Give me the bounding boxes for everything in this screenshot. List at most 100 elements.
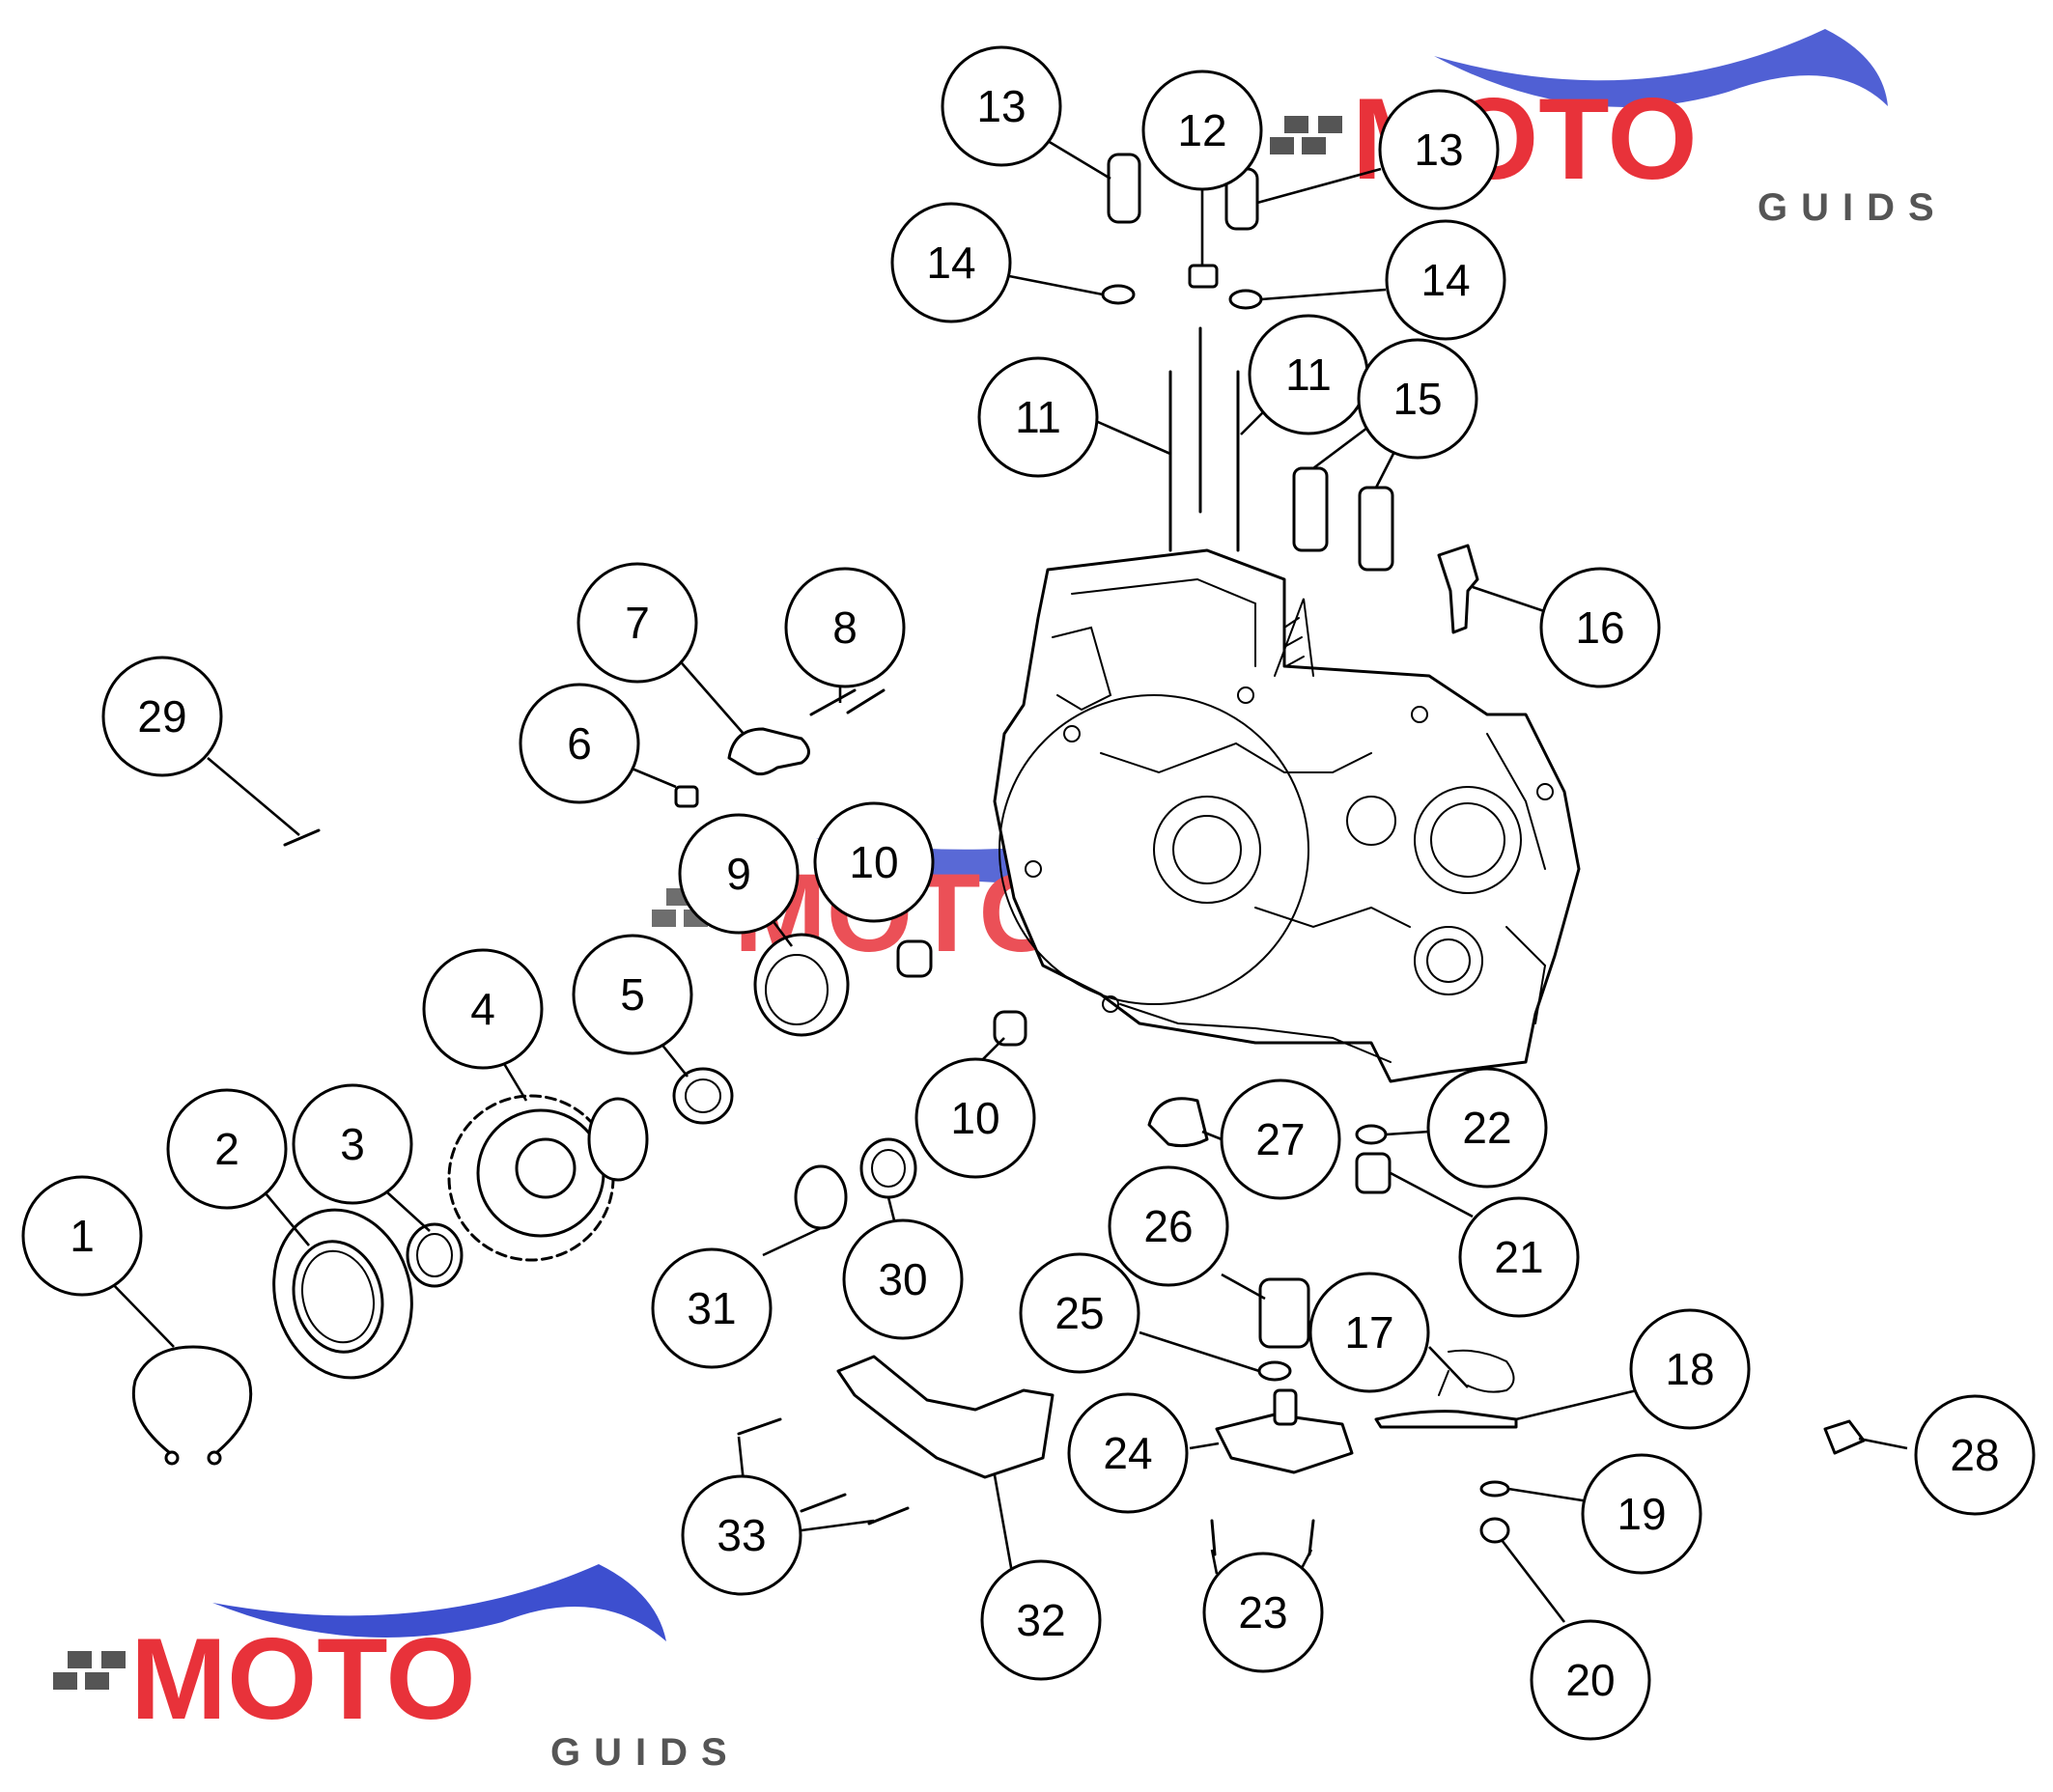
- callout-c11b: 11: [1248, 314, 1369, 435]
- callout-c20: 20: [1530, 1619, 1651, 1741]
- callout-circle: [678, 813, 800, 935]
- sleeve-part: [1258, 1277, 1310, 1349]
- nut-part: [1188, 264, 1219, 289]
- callout-label: 10: [950, 1093, 999, 1143]
- callout-label: 26: [1143, 1201, 1193, 1251]
- callout-label: 12: [1177, 105, 1226, 155]
- callout-circle: [166, 1088, 288, 1210]
- cap-part: [1147, 1097, 1209, 1148]
- callout-c12: 12: [1141, 70, 1263, 191]
- tappet-part: [1292, 466, 1329, 552]
- callout-c19: 19: [1581, 1453, 1702, 1575]
- callout-c15: 15: [1357, 338, 1478, 460]
- callout-circle: [577, 562, 698, 684]
- brand-subword: GUIDS: [1758, 186, 1948, 229]
- callout-label: 10: [849, 837, 898, 887]
- callout-c2: 2: [166, 1088, 288, 1210]
- callout-c6: 6: [519, 683, 640, 804]
- callout-circle: [813, 801, 935, 923]
- callout-circle: [681, 1474, 802, 1596]
- callout-label: 18: [1665, 1344, 1714, 1394]
- callout-circle: [422, 948, 544, 1070]
- spring-part: [1438, 1349, 1515, 1396]
- oil-seal-part: [272, 1208, 413, 1380]
- callout-label: 20: [1565, 1655, 1615, 1705]
- callout-label: 19: [1617, 1489, 1666, 1539]
- callout-circle: [1357, 338, 1478, 460]
- callout-circle: [784, 567, 906, 688]
- callout-c10b: 10: [914, 1057, 1036, 1179]
- cam-part: [727, 727, 810, 776]
- callout-c29: 29: [101, 656, 223, 777]
- screw-part: [737, 1417, 782, 1436]
- bearing-part: [859, 1137, 917, 1199]
- callout-circle: [842, 1218, 964, 1340]
- callout-c17: 17: [1308, 1272, 1430, 1393]
- checker-flag-icon: [53, 1651, 126, 1690]
- callout-label: 21: [1494, 1232, 1543, 1282]
- callout-circle: [292, 1083, 413, 1205]
- watermark-logo-bottom-left: MOTO GUIDS: [53, 1564, 727, 1774]
- callout-c25: 25: [1019, 1252, 1140, 1374]
- swoosh-icon: [212, 1564, 666, 1641]
- callout-label: 22: [1462, 1103, 1511, 1153]
- plug-bolt-part: [1437, 544, 1479, 634]
- checker-flag-icon: [1270, 116, 1342, 154]
- needle-bearing-part: [406, 1222, 464, 1288]
- callout-label: 23: [1238, 1587, 1287, 1638]
- callout-circle: [914, 1057, 1036, 1179]
- callout-c13a: 13: [941, 45, 1062, 167]
- callout-circle: [1458, 1196, 1580, 1318]
- callout-label: 2: [214, 1124, 239, 1174]
- callout-circle: [651, 1247, 773, 1369]
- roller-bearing-part: [753, 933, 850, 1037]
- callout-c16: 16: [1539, 567, 1661, 688]
- callout-circle: [1385, 219, 1506, 341]
- callout-label: 13: [976, 81, 1026, 131]
- gear-part: [447, 1094, 649, 1262]
- callout-circle: [980, 1559, 1102, 1681]
- bushing-part: [896, 939, 933, 978]
- callout-label: 14: [1420, 255, 1470, 305]
- callout-circle: [572, 934, 693, 1055]
- callout-circle: [21, 1175, 143, 1297]
- callout-c31: 31: [651, 1247, 773, 1369]
- callout-label: 31: [687, 1283, 736, 1333]
- callout-c4: 4: [422, 948, 544, 1070]
- cover-plate-part: [836, 1355, 1055, 1479]
- callout-circle: [519, 683, 640, 804]
- pin-part: [846, 688, 886, 714]
- callout-circle: [1019, 1252, 1140, 1374]
- callout-label: 13: [1414, 125, 1463, 175]
- callout-circle: [1378, 89, 1500, 210]
- drain-plug-part: [1355, 1152, 1392, 1194]
- callout-label: 1: [70, 1211, 95, 1261]
- pin-part: [809, 688, 857, 716]
- callout-c18: 18: [1629, 1308, 1751, 1430]
- callout-circle: [1308, 1272, 1430, 1393]
- screw-part: [800, 1493, 847, 1513]
- callout-circle: [941, 45, 1062, 167]
- nut-part: [1479, 1517, 1510, 1544]
- callout-label: 25: [1055, 1288, 1104, 1338]
- callout-c21: 21: [1458, 1196, 1580, 1318]
- callout-circle: [1220, 1078, 1341, 1200]
- callout-circle: [977, 356, 1099, 478]
- bushing-part: [993, 1010, 1027, 1047]
- callout-label: 32: [1016, 1595, 1065, 1645]
- callout-label: 3: [340, 1119, 365, 1169]
- callout-c14a: 14: [890, 202, 1012, 323]
- brand-word: MOTO: [130, 1614, 476, 1744]
- washer-part: [1355, 1124, 1388, 1145]
- callout-label: 6: [567, 718, 592, 769]
- callout-label: 29: [137, 691, 186, 742]
- pin-part: [283, 828, 321, 847]
- callout-circle: [1530, 1619, 1651, 1741]
- callout-label: 14: [926, 238, 975, 288]
- callout-label: 11: [1015, 392, 1061, 442]
- callout-c10a: 10: [813, 801, 935, 923]
- washer-part: [1479, 1480, 1510, 1498]
- callout-circle: [101, 656, 223, 777]
